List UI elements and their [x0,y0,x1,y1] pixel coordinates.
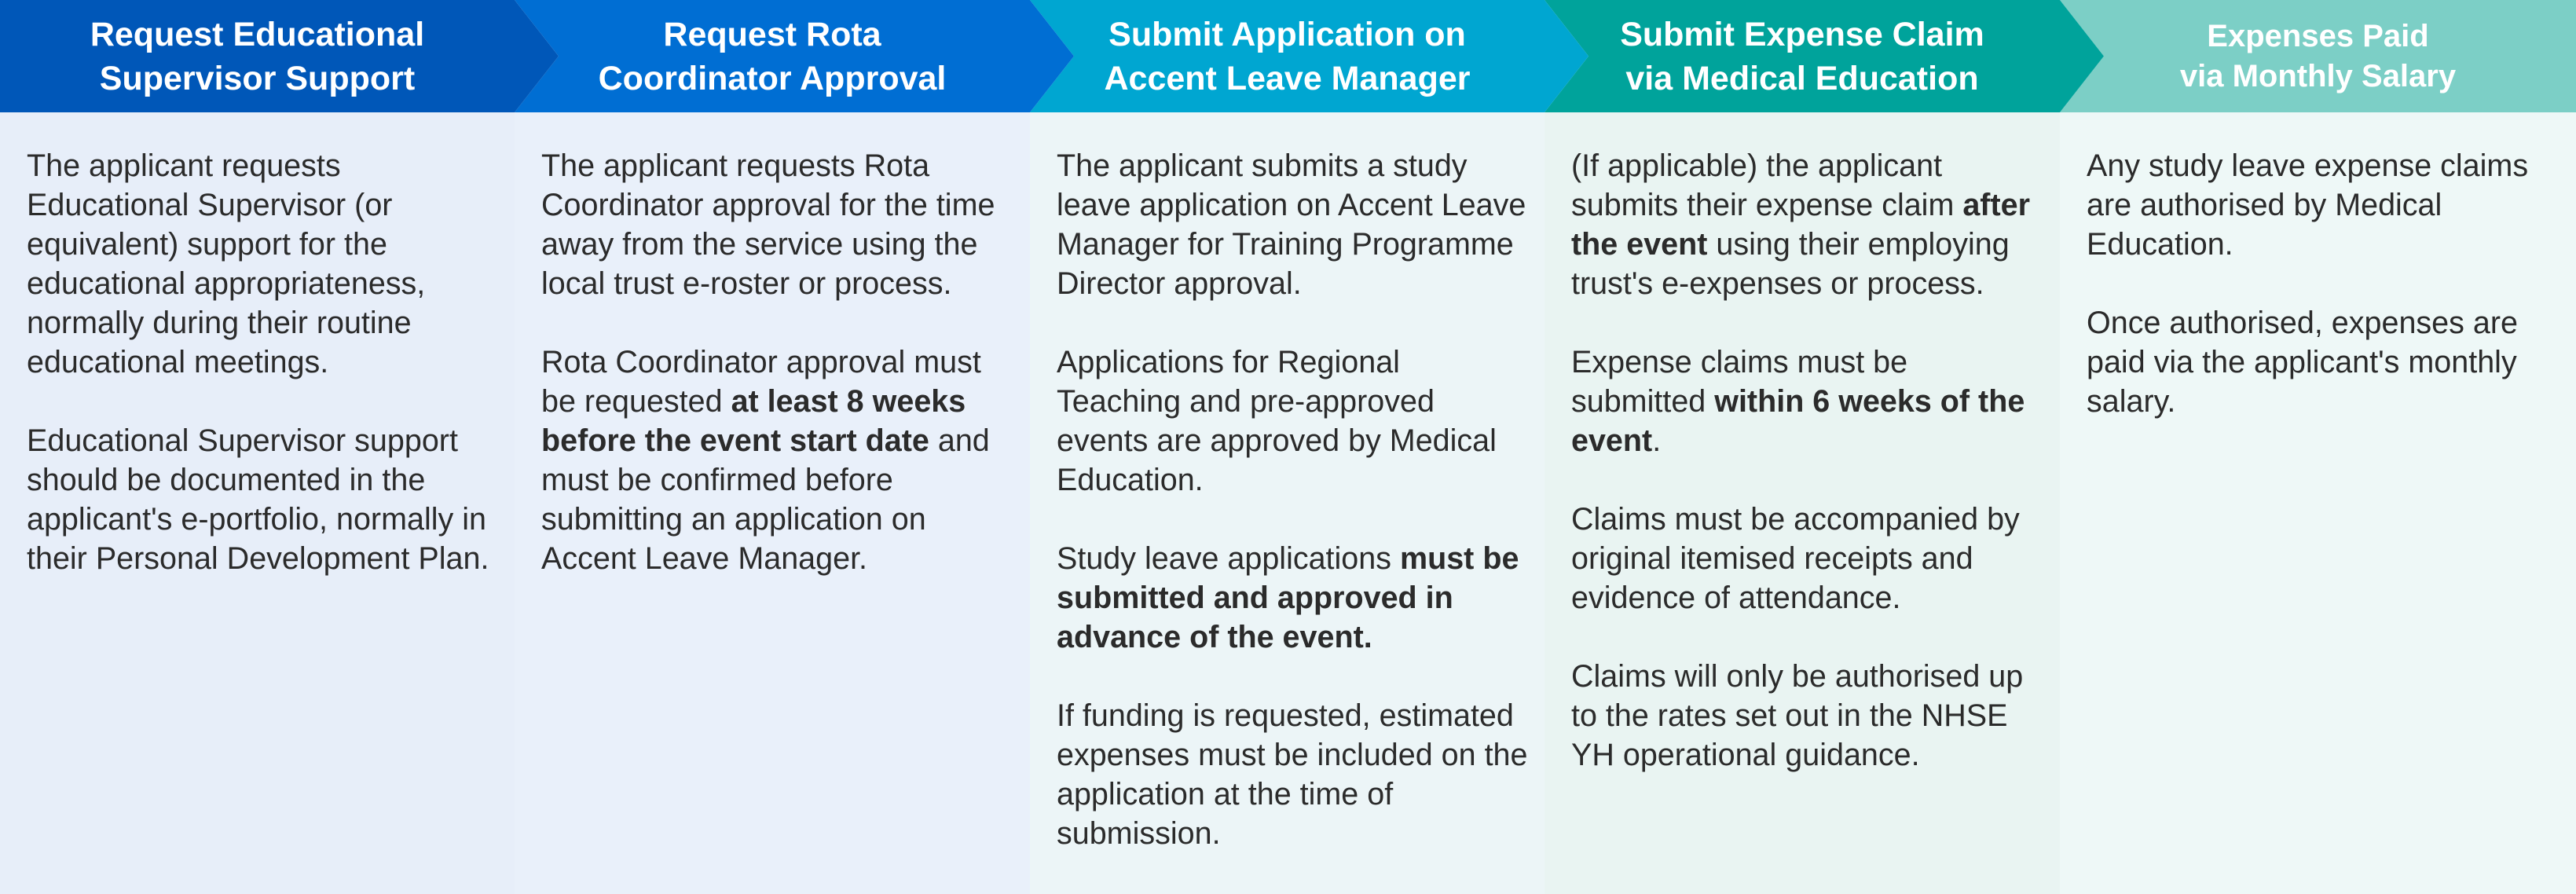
paragraph-text: The applicant submits a study leave appl… [1057,148,1526,301]
step-description: The applicant submits a study leave appl… [1057,146,1532,853]
step-paragraph: Rota Coordinator approval must be reques… [541,343,1017,578]
step-paragraph: Once authorised, expenses are paid via t… [2087,303,2563,421]
paragraph-text: Rota Coordinator approval must be reques… [541,345,981,419]
step-panel-background [2060,112,2576,894]
step-paragraph: Claims must be accompanied by original i… [1571,500,2047,617]
paragraph-text: The applicant requests Rota Coordinator … [541,148,995,301]
paragraph-text: using their employing trust's e-expenses… [1571,227,2010,301]
step-paragraph: (If applicable) the applicant submits th… [1571,146,2047,303]
paragraph-text: Once authorised, expenses are paid via t… [2087,306,2518,419]
process-step-2 [515,0,1030,894]
emphasis-text: must be submitted and approved in advanc… [1057,541,1519,654]
step-description: The applicant requests Rota Coordinator … [541,146,1017,578]
process-step-1 [0,0,515,894]
paragraph-text: . [1652,423,1662,458]
step-chevron-header: Request Rota Coordinator Approval [515,0,1074,112]
paragraph-text: (If applicable) the applicant submits th… [1571,148,1963,222]
step-description: Any study leave expense claims are autho… [2087,146,2563,421]
paragraph-text: If funding is requested, estimated expen… [1057,698,1528,851]
paragraph-text: The applicant requests Educational Super… [27,148,426,379]
emphasis-text: within 6 weeks of the event [1571,384,2025,458]
paragraph-text: Applications for Regional Teaching and p… [1057,345,1497,497]
step-paragraph: Any study leave expense claims are autho… [2087,146,2563,264]
process-step-3 [1030,0,1545,894]
paragraph-text: Claims must be accompanied by original i… [1571,502,2020,615]
step-chevron-header: Submit Expense Claim via Medical Educati… [1545,0,2104,112]
step-paragraph: The applicant submits a study leave appl… [1057,146,1532,303]
step-paragraph: Study leave applications must be submitt… [1057,539,1532,657]
paragraph-text: Expense claims must be submitted [1571,345,1908,419]
step-description: (If applicable) the applicant submits th… [1571,146,2047,775]
step-paragraph: The applicant requests Educational Super… [27,146,502,382]
paragraph-text: and must be confirmed before submitting … [541,423,990,576]
step-chevron-header: Submit Application on Accent Leave Manag… [1030,0,1588,112]
step-paragraph: Applications for Regional Teaching and p… [1057,343,1532,500]
step-paragraph: The applicant requests Rota Coordinator … [541,146,1017,303]
emphasis-text: at least 8 weeks before the event start … [541,384,966,458]
step-title: Submit Application on Accent Leave Manag… [1104,15,1471,97]
step-title: Request Educational Supervisor Support [90,15,425,97]
step-description: The applicant requests Educational Super… [27,146,502,578]
step-panel-background [1545,112,2060,894]
step-panel-background [1030,112,1545,894]
step-title: Submit Expense Claim via Medical Educati… [1620,15,1984,97]
emphasis-text: after the event [1571,188,2030,262]
step-panel-background [515,112,1030,894]
paragraph-text: Claims will only be authorised up to the… [1571,659,2024,772]
process-step-4 [1545,0,2060,894]
paragraph-text: Study leave applications [1057,541,1400,576]
step-paragraph: Expense claims must be submitted within … [1571,343,2047,460]
step-paragraph: If funding is requested, estimated expen… [1057,696,1532,853]
step-chevron-header: Expenses Paid via Monthly Salary [2060,0,2576,112]
step-chevron-header: Request Educational Supervisor Support [0,0,559,112]
step-paragraph: Educational Supervisor support should be… [27,421,502,578]
paragraph-text: Educational Supervisor support should be… [27,423,489,576]
process-step-5 [2060,0,2576,894]
step-paragraph: Claims will only be authorised up to the… [1571,657,2047,775]
step-panel-background [0,112,515,894]
step-title: Request Rota Coordinator Approval [598,15,947,97]
step-title: Expenses Paid via Monthly Salary [2179,18,2457,93]
paragraph-text: Any study leave expense claims are autho… [2087,148,2529,262]
